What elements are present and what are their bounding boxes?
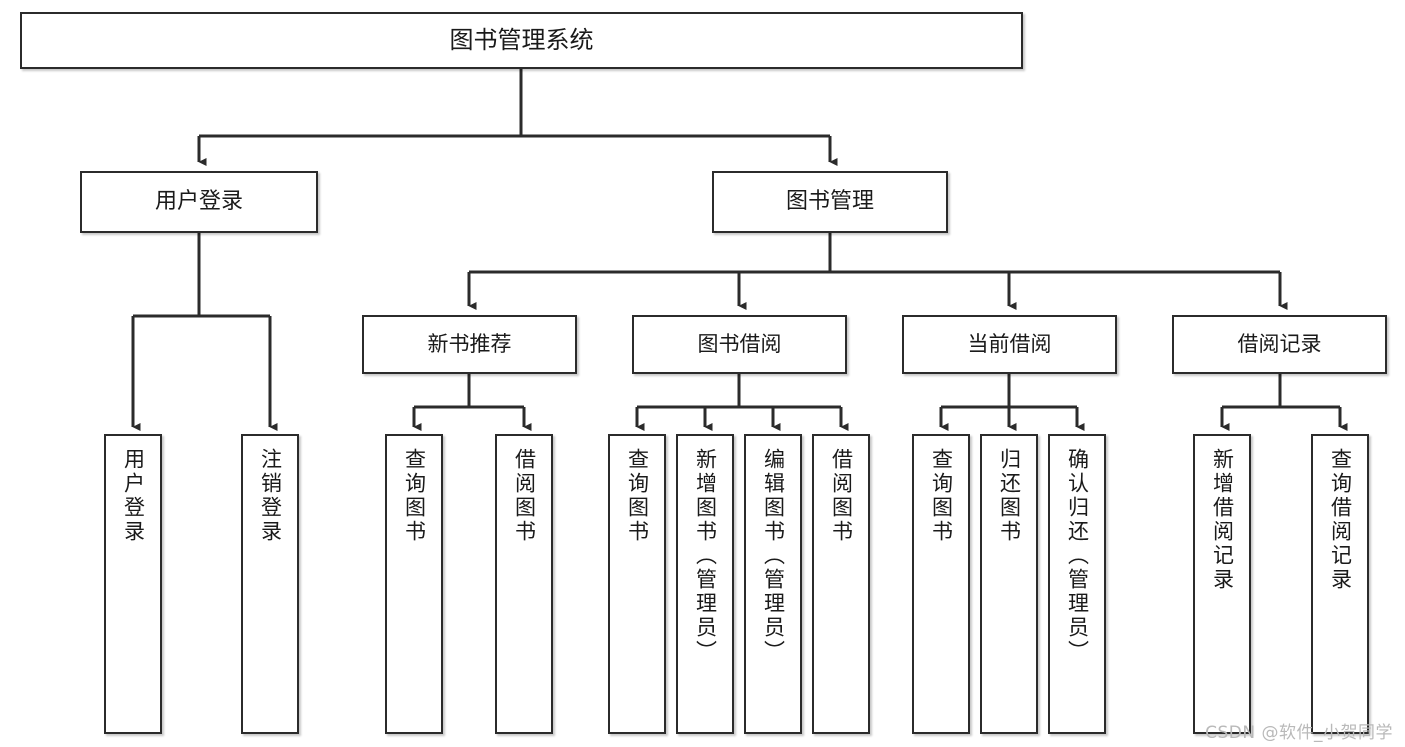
leaf-new-book-borrow-book[interactable]: 借阅图书 — [495, 434, 553, 734]
node-label: 借阅记录 — [1237, 332, 1322, 357]
leaf-current-borrow-return-book[interactable]: 归还图书 — [980, 434, 1038, 734]
node-label: 新增图书（管理员） — [693, 448, 718, 664]
node-label: 查询图书 — [625, 448, 650, 544]
leaf-new-book-query-book[interactable]: 查询图书 — [385, 434, 443, 734]
node-label: 查询图书 — [929, 448, 954, 544]
node-borrow-record[interactable]: 借阅记录 — [1172, 315, 1387, 374]
node-label: 图书管理 — [785, 189, 874, 215]
node-book-management[interactable]: 图书管理 — [712, 171, 948, 233]
leaf-book-borrow-edit-book[interactable]: 编辑图书（管理员） — [744, 434, 802, 734]
leaf-book-borrow-query-book[interactable]: 查询图书 — [608, 434, 666, 734]
node-root-book-management-system[interactable]: 图书管理系统 — [20, 12, 1023, 69]
node-label: 编辑图书（管理员） — [761, 448, 786, 664]
node-label: 图书借阅 — [697, 332, 782, 357]
node-label: 借阅图书 — [829, 448, 854, 544]
node-label: 图书管理系统 — [449, 25, 594, 54]
node-label: 用户登录 — [154, 189, 243, 215]
leaf-user-login-login[interactable]: 用户登录 — [104, 434, 162, 734]
node-new-book-recommend[interactable]: 新书推荐 — [362, 315, 577, 374]
node-label: 新增借阅记录 — [1210, 448, 1235, 592]
node-label: 查询借阅记录 — [1328, 448, 1353, 592]
leaf-current-borrow-confirm-return[interactable]: 确认归还（管理员） — [1048, 434, 1106, 734]
node-label: 查询图书 — [402, 448, 427, 544]
leaf-user-login-logout[interactable]: 注销登录 — [241, 434, 299, 734]
leaf-borrow-record-add-record[interactable]: 新增借阅记录 — [1193, 434, 1251, 734]
node-label: 注销登录 — [258, 448, 283, 544]
node-current-borrow[interactable]: 当前借阅 — [902, 315, 1117, 374]
node-label: 借阅图书 — [512, 448, 537, 544]
node-book-borrow[interactable]: 图书借阅 — [632, 315, 847, 374]
node-label: 归还图书 — [997, 448, 1022, 544]
leaf-book-borrow-add-book[interactable]: 新增图书（管理员） — [676, 434, 734, 734]
leaf-borrow-record-query-record[interactable]: 查询借阅记录 — [1311, 434, 1369, 734]
node-label: 用户登录 — [121, 448, 146, 544]
node-label: 确认归还（管理员） — [1065, 448, 1090, 664]
node-user-login[interactable]: 用户登录 — [80, 171, 318, 233]
node-label: 当前借阅 — [967, 332, 1052, 357]
leaf-book-borrow-borrow-book[interactable]: 借阅图书 — [812, 434, 870, 734]
leaf-current-borrow-query-book[interactable]: 查询图书 — [912, 434, 970, 734]
node-label: 新书推荐 — [427, 332, 512, 357]
